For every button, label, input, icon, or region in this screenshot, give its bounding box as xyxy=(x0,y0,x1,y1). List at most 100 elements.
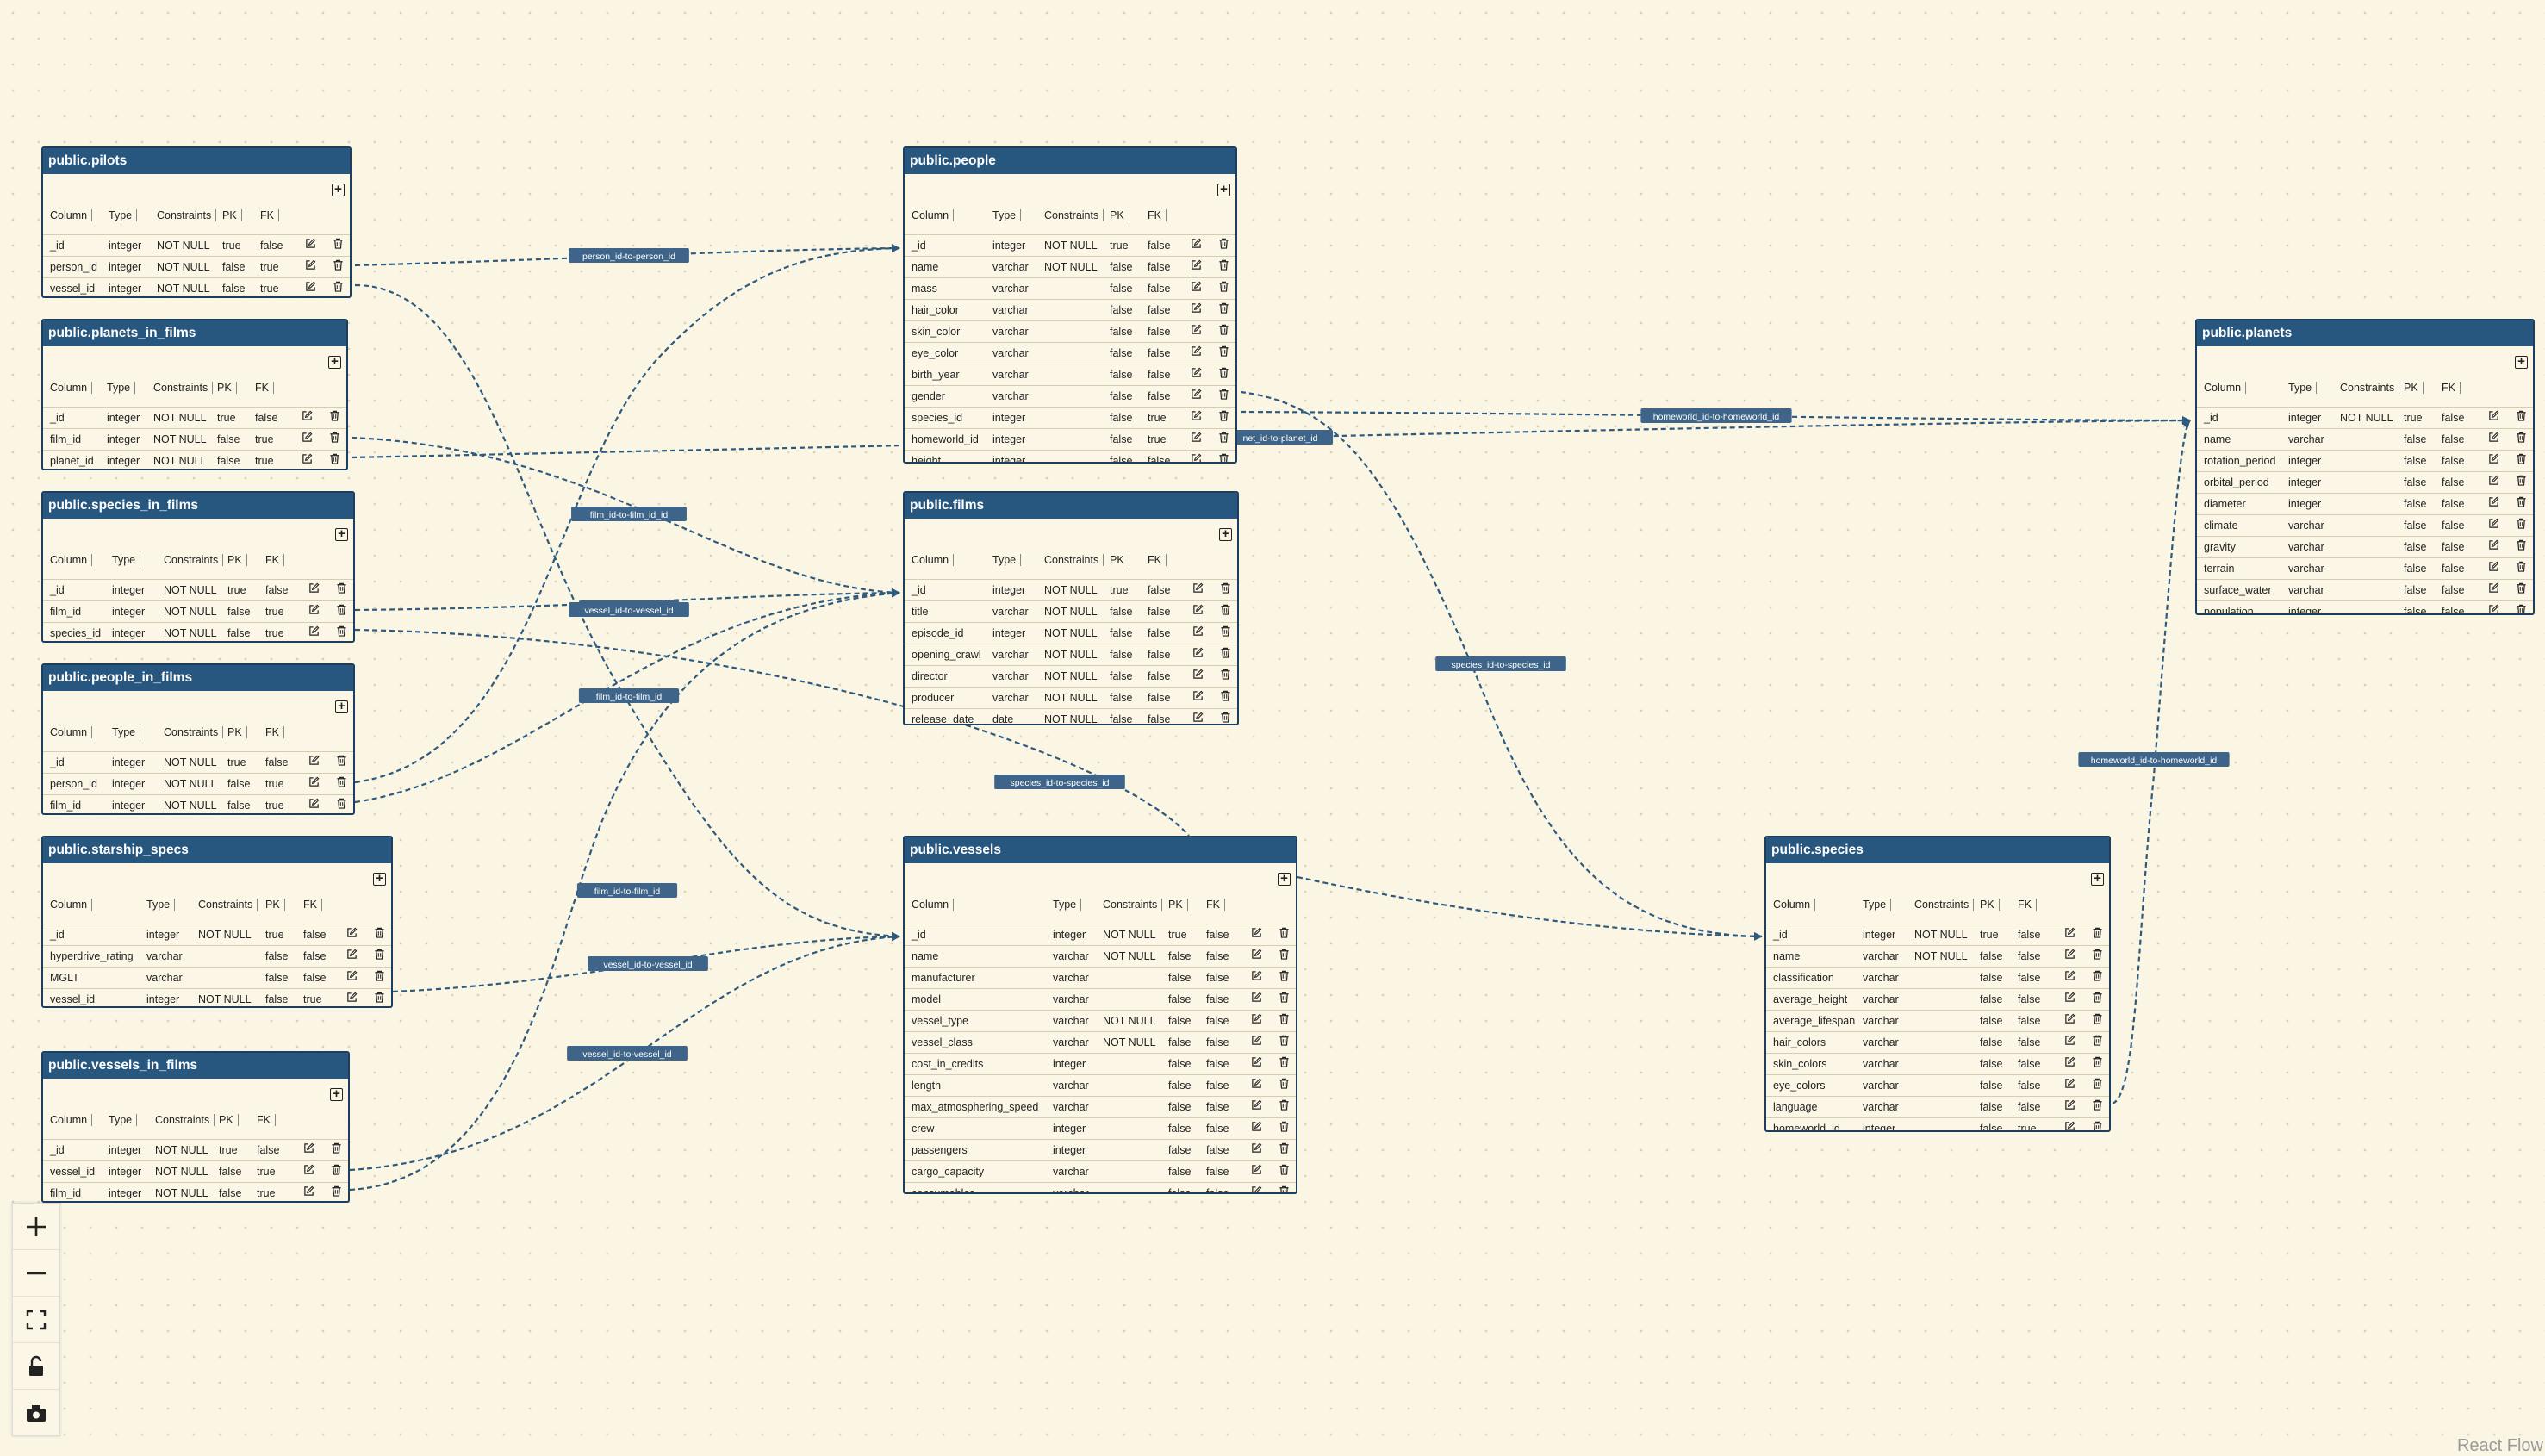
trash-icon[interactable] xyxy=(374,989,385,1003)
table-title[interactable]: public.species_in_films xyxy=(43,493,353,519)
edit-icon[interactable] xyxy=(2064,1118,2075,1130)
table-title[interactable]: public.species xyxy=(1766,837,2109,863)
edge-species-vessels-top[interactable] xyxy=(1297,875,1763,938)
add-row-icon[interactable]: + xyxy=(1217,183,1230,196)
edge-species-people[interactable] xyxy=(1240,390,1763,941)
edit-icon[interactable] xyxy=(1192,666,1204,679)
edit-icon[interactable] xyxy=(308,774,320,787)
table-title[interactable]: public.people_in_films xyxy=(43,665,353,691)
edit-icon[interactable] xyxy=(346,968,358,980)
trash-icon[interactable] xyxy=(1218,429,1229,443)
add-row-icon[interactable]: + xyxy=(328,355,341,369)
edit-icon[interactable] xyxy=(1191,408,1202,420)
trash-icon[interactable] xyxy=(1218,343,1229,357)
trash-icon[interactable] xyxy=(1279,1097,1290,1111)
edit-icon[interactable] xyxy=(1251,924,1262,937)
edit-icon[interactable] xyxy=(2488,408,2499,420)
trash-icon[interactable] xyxy=(331,1183,342,1197)
trash-icon[interactable] xyxy=(336,601,347,615)
trash-icon[interactable] xyxy=(1218,278,1229,292)
edit-icon[interactable] xyxy=(1251,1032,1262,1045)
edit-icon[interactable] xyxy=(2064,924,2075,937)
zoom-in-button[interactable] xyxy=(13,1204,59,1250)
edit-icon[interactable] xyxy=(305,278,316,291)
edit-icon[interactable] xyxy=(346,924,358,937)
edit-icon[interactable] xyxy=(2064,1032,2075,1045)
trash-icon[interactable] xyxy=(2516,429,2527,443)
edit-icon[interactable] xyxy=(1191,386,1202,399)
edit-icon[interactable] xyxy=(1191,235,1202,248)
edge-label-film-sif[interactable]: film_id-to-film_id xyxy=(578,600,680,615)
edge-person-peif[interactable] xyxy=(354,244,900,784)
trash-icon[interactable] xyxy=(1279,924,1290,938)
trash-icon[interactable] xyxy=(2092,1097,2103,1111)
edit-icon[interactable] xyxy=(2064,946,2075,959)
trash-icon[interactable] xyxy=(1220,623,1231,637)
edit-icon[interactable] xyxy=(2064,989,2075,1002)
edit-icon[interactable] xyxy=(2488,515,2499,528)
edge-person-pilots[interactable] xyxy=(354,244,900,267)
edit-icon[interactable] xyxy=(1251,1011,1262,1024)
edit-icon[interactable] xyxy=(1191,278,1202,291)
trash-icon[interactable] xyxy=(1279,1032,1290,1046)
edit-icon[interactable] xyxy=(303,1140,314,1153)
trash-icon[interactable] xyxy=(333,257,344,271)
zoom-out-button[interactable] xyxy=(13,1250,59,1297)
edit-icon[interactable] xyxy=(2064,1011,2075,1024)
trash-icon[interactable] xyxy=(329,408,340,421)
trash-icon[interactable] xyxy=(331,1161,342,1175)
trash-icon[interactable] xyxy=(333,278,344,292)
trash-icon[interactable] xyxy=(1279,946,1290,960)
toggle-lock-button[interactable] xyxy=(13,1343,59,1390)
edit-icon[interactable] xyxy=(1191,451,1202,462)
edit-icon[interactable] xyxy=(2488,494,2499,507)
edit-icon[interactable] xyxy=(1251,1097,1262,1110)
edit-icon[interactable] xyxy=(1251,989,1262,1002)
trash-icon[interactable] xyxy=(1218,364,1229,378)
table-title[interactable]: public.vessels xyxy=(905,837,1296,863)
edge-label-film-vif[interactable]: film_id-to-film_id xyxy=(576,883,678,898)
edit-icon[interactable] xyxy=(1251,1054,1262,1067)
edit-icon[interactable] xyxy=(2488,429,2499,442)
trash-icon[interactable] xyxy=(1279,1011,1290,1024)
edge-label-homeworld-species[interactable]: homeworld_id-to-homeworld_id xyxy=(2078,752,2230,767)
add-row-icon[interactable]: + xyxy=(335,700,348,713)
edit-icon[interactable] xyxy=(1192,601,1204,614)
edit-icon[interactable] xyxy=(2488,472,2499,485)
trash-icon[interactable] xyxy=(1218,386,1229,400)
trash-icon[interactable] xyxy=(1220,709,1231,723)
trash-icon[interactable] xyxy=(331,1140,342,1154)
edge-film-peif[interactable] xyxy=(354,588,900,804)
add-row-icon[interactable]: + xyxy=(332,183,345,196)
trash-icon[interactable] xyxy=(2092,1054,2103,1067)
trash-icon[interactable] xyxy=(1218,451,1229,462)
edit-icon[interactable] xyxy=(1251,1140,1262,1153)
edit-icon[interactable] xyxy=(1192,623,1204,636)
trash-icon[interactable] xyxy=(336,752,347,766)
trash-icon[interactable] xyxy=(1218,235,1229,249)
table-title[interactable]: public.planets_in_films xyxy=(43,320,346,346)
edge-label-vessel-ss[interactable]: vessel_id-to-vessel_id xyxy=(588,956,708,971)
trash-icon[interactable] xyxy=(2516,472,2527,486)
edit-icon[interactable] xyxy=(1191,321,1202,334)
edit-icon[interactable] xyxy=(2488,601,2499,613)
table-title[interactable]: public.vessels_in_films xyxy=(43,1053,348,1079)
edge-film-vif[interactable] xyxy=(349,588,900,1192)
trash-icon[interactable] xyxy=(336,795,347,809)
edge-film-pif[interactable] xyxy=(351,436,900,597)
edit-icon[interactable] xyxy=(305,235,316,248)
trash-icon[interactable] xyxy=(1218,257,1229,271)
edit-icon[interactable] xyxy=(1251,946,1262,959)
trash-icon[interactable] xyxy=(336,774,347,787)
edit-icon[interactable] xyxy=(2488,537,2499,550)
trash-icon[interactable] xyxy=(1279,1161,1290,1175)
edge-label-homeworld-people[interactable]: homeworld_id-to-homeworld_id xyxy=(1640,408,1792,423)
edit-icon[interactable] xyxy=(1251,1161,1262,1174)
edit-icon[interactable] xyxy=(2488,451,2499,464)
